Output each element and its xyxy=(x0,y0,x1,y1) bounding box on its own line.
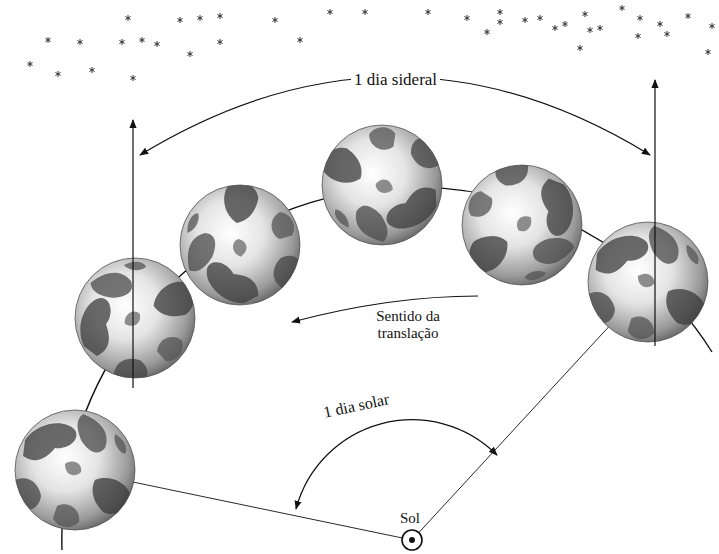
direction-label: Sentido da translação xyxy=(353,308,463,341)
solar-arc xyxy=(296,420,497,509)
reference-arrows xyxy=(133,80,655,388)
period-label: 1 dia sideral xyxy=(351,71,440,90)
sun-symbol xyxy=(402,530,422,550)
period-label: 1 dia solar xyxy=(319,390,394,422)
star-field xyxy=(27,5,714,81)
earth-globes xyxy=(15,119,708,530)
sun-label: Sol xyxy=(397,510,423,527)
